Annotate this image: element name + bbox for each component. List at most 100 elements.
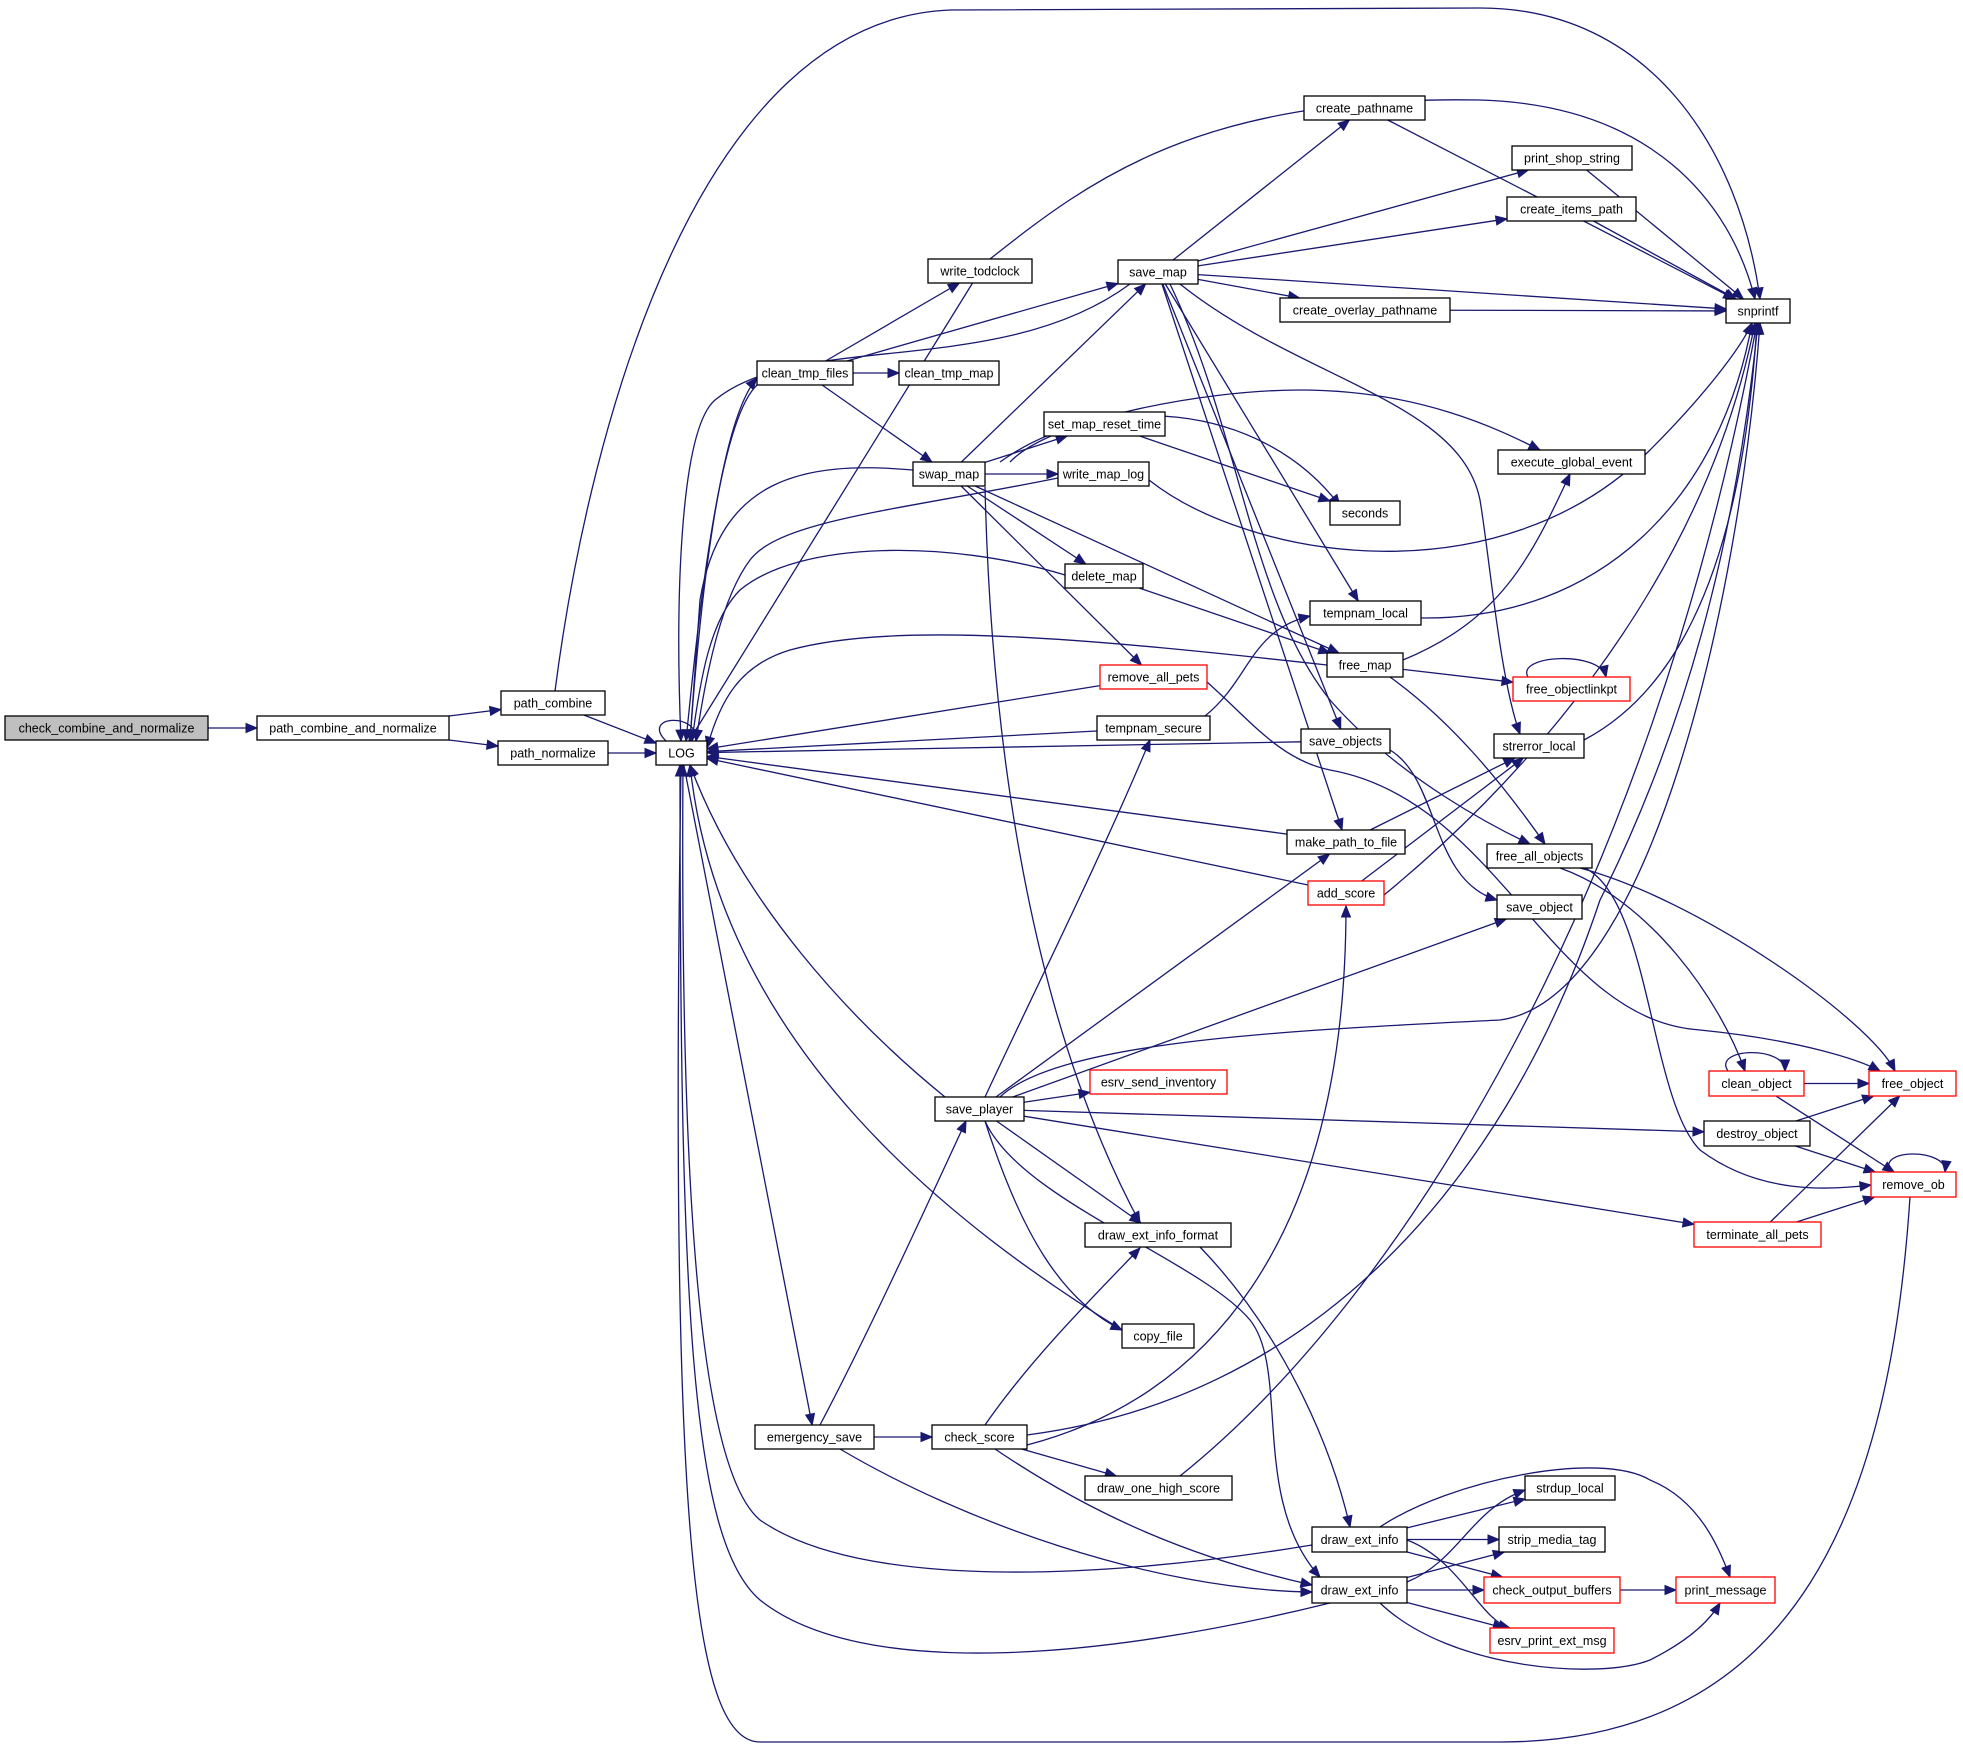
node-create-pathname[interactable]: create_pathname [1303,95,1426,121]
node-check-combine-and-normalize[interactable]: check_combine_and_normalize [4,715,209,741]
node-save-objects[interactable]: save_objects [1300,728,1391,754]
node-box[interactable] [4,715,209,741]
node-box[interactable] [256,715,450,741]
node-box[interactable] [1725,298,1791,324]
node-snprintf[interactable]: snprintf [1725,298,1791,324]
node-draw-ext-info-format[interactable]: draw_ext_info_format [1084,1222,1232,1248]
node-box[interactable] [1084,1222,1232,1248]
node-draw-ext-info-a[interactable]: draw_ext_info [1311,1526,1408,1553]
node-box[interactable] [1708,1070,1805,1097]
node-box[interactable] [1326,652,1404,678]
node-print-message[interactable]: print_message [1675,1576,1776,1604]
node-free-object[interactable]: free_object [1868,1070,1957,1097]
node-box[interactable] [1486,843,1593,869]
node-destroy-object[interactable]: destroy_object [1703,1120,1811,1147]
node-box[interactable] [1311,1526,1408,1553]
node-seconds[interactable]: seconds [1329,500,1401,526]
node-box[interactable] [1279,297,1451,323]
node-swap-map[interactable]: swap_map [912,461,986,487]
node-save-object[interactable]: save_object [1496,894,1583,920]
node-box[interactable] [1057,461,1150,487]
node-remove-ob[interactable]: remove_ob [1870,1171,1957,1198]
node-create-items-path[interactable]: create_items_path [1506,196,1637,222]
node-copy-file[interactable]: copy_file [1121,1323,1195,1349]
node-strerror-local[interactable]: strerror_local [1493,733,1585,759]
node-check-output-buffers[interactable]: check_output_buffers [1483,1576,1621,1604]
node-box[interactable] [1084,1475,1233,1501]
node-box[interactable] [1286,829,1406,855]
node-box[interactable] [1309,600,1422,626]
node-set-map-reset-time[interactable]: set_map_reset_time [1043,411,1166,437]
node-emergency-save[interactable]: emergency_save [754,1424,875,1450]
node-box[interactable] [1524,1475,1616,1501]
node-tempnam-secure[interactable]: tempnam_secure [1096,715,1211,741]
node-path-combine-and-normalize[interactable]: path_combine_and_normalize [256,715,450,741]
node-clean-object[interactable]: clean_object [1708,1070,1805,1097]
node-save-map[interactable]: save_map [1117,259,1199,285]
node-esrv-send-inventory[interactable]: esrv_send_inventory [1089,1069,1228,1095]
node-box[interactable] [1868,1070,1957,1097]
node-box[interactable] [500,690,606,716]
node-box[interactable] [1311,1576,1408,1604]
node-save-player[interactable]: save_player [934,1096,1025,1122]
node-box[interactable] [1675,1576,1776,1604]
node-box[interactable] [898,360,1000,386]
node-LOG[interactable]: LOG [655,740,708,766]
node-strdup-local[interactable]: strdup_local [1524,1475,1616,1501]
node-box[interactable] [1303,95,1426,121]
node-box[interactable] [1300,728,1391,754]
node-clean-tmp-map[interactable]: clean_tmp_map [898,360,1000,386]
node-box[interactable] [1483,1576,1621,1604]
node-write-map-log[interactable]: write_map_log [1057,461,1150,487]
node-path-normalize[interactable]: path_normalize [497,740,609,766]
node-box[interactable] [1511,145,1633,171]
node-box[interactable] [1703,1120,1811,1147]
node-strip-media-tag[interactable]: strip_media_tag [1498,1526,1606,1553]
node-box[interactable] [1512,676,1631,702]
node-box[interactable] [1043,411,1166,437]
node-box[interactable] [1693,1221,1822,1248]
node-write-todclock[interactable]: write_todclock [927,258,1033,284]
node-box[interactable] [1064,563,1144,589]
node-box[interactable] [1329,500,1401,526]
node-path-combine[interactable]: path_combine [500,690,606,716]
node-box[interactable] [927,258,1033,284]
node-esrv-print-ext-msg[interactable]: esrv_print_ext_msg [1489,1627,1615,1654]
node-box[interactable] [1496,894,1583,920]
node-remove-all-pets[interactable]: remove_all_pets [1099,664,1208,690]
node-free-all-objects[interactable]: free_all_objects [1486,843,1593,869]
node-box[interactable] [1089,1069,1228,1095]
node-execute-global-event[interactable]: execute_global_event [1497,449,1646,475]
node-box[interactable] [1498,1526,1606,1553]
node-box[interactable] [931,1424,1028,1450]
node-box[interactable] [1096,715,1211,741]
node-draw-ext-info-b[interactable]: draw_ext_info [1311,1576,1408,1604]
node-draw-one-high-score[interactable]: draw_one_high_score [1084,1475,1233,1501]
node-box[interactable] [1493,733,1585,759]
node-box[interactable] [756,360,854,386]
node-box[interactable] [1489,1627,1615,1654]
node-box[interactable] [934,1096,1025,1122]
node-print-shop-string[interactable]: print_shop_string [1511,145,1633,171]
node-free-map[interactable]: free_map [1326,652,1404,678]
node-box[interactable] [754,1424,875,1450]
node-box[interactable] [497,740,609,766]
node-box[interactable] [1307,880,1385,906]
node-create-overlay-pathname[interactable]: create_overlay_pathname [1279,297,1451,323]
node-box[interactable] [1117,259,1199,285]
node-box[interactable] [1870,1171,1957,1198]
node-box[interactable] [655,740,708,766]
node-tempnam-local[interactable]: tempnam_local [1309,600,1422,626]
node-terminate-all-pets[interactable]: terminate_all_pets [1693,1221,1822,1248]
node-box[interactable] [1121,1323,1195,1349]
node-box[interactable] [1506,196,1637,222]
node-add-score[interactable]: add_score [1307,880,1385,906]
node-make-path-to-file[interactable]: make_path_to_file [1286,829,1406,855]
node-free-objectlinkpt[interactable]: free_objectlinkpt [1512,676,1631,702]
node-box[interactable] [1099,664,1208,690]
node-box[interactable] [912,461,986,487]
node-clean-tmp-files[interactable]: clean_tmp_files [756,360,854,386]
node-delete-map[interactable]: delete_map [1064,563,1144,589]
node-box[interactable] [1497,449,1646,475]
node-check-score[interactable]: check_score [931,1424,1028,1450]
